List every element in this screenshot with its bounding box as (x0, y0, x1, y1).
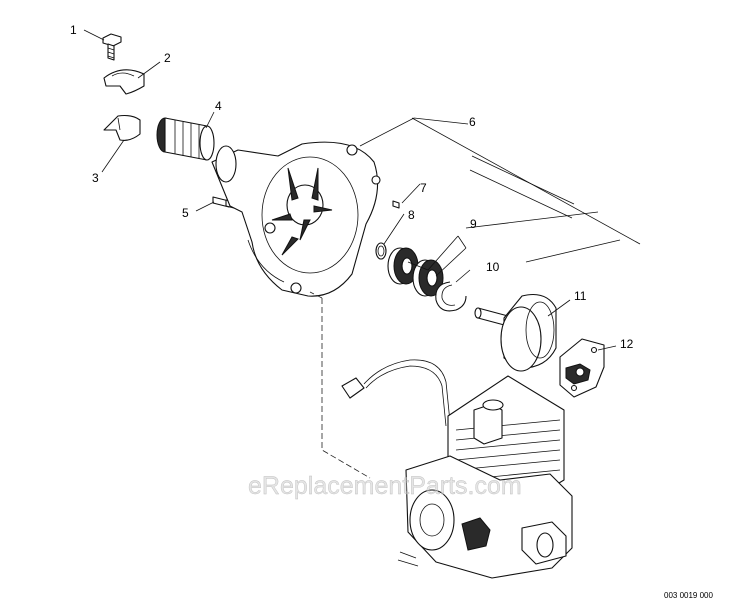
part-2-clamp[interactable] (103, 69, 145, 95)
part-10-circlip[interactable] (435, 281, 467, 312)
part-9-bearings[interactable] (387, 247, 444, 297)
callout-6: 6 (469, 115, 476, 129)
engine-assembly[interactable] (341, 359, 573, 579)
part-8-ring[interactable] (375, 242, 387, 260)
callout-2: 2 (164, 51, 171, 65)
callout-4: 4 (215, 99, 222, 113)
part-12-clutch-shoe[interactable] (559, 338, 605, 398)
callout-8: 8 (408, 208, 415, 222)
alignment-dashed-line (309, 291, 371, 479)
callout-10: 10 (486, 260, 500, 274)
part-6-fan-housing[interactable] (211, 141, 381, 297)
document-number: 003 0019 000 (664, 591, 713, 600)
part-11-clutch-drum[interactable] (474, 293, 557, 372)
callout-3: 3 (92, 171, 99, 185)
watermark: eReplacementParts.com (248, 472, 522, 500)
callout-5: 5 (182, 206, 189, 220)
part-1-screw[interactable] (102, 33, 122, 61)
leader-lines (83, 29, 641, 351)
callout-9: 9 (470, 217, 477, 231)
callout-11: 11 (574, 289, 587, 303)
callouts: 1 2 3 4 5 6 7 8 9 10 11 12 (70, 23, 634, 351)
callout-7: 7 (420, 181, 427, 195)
part-4-sleeve[interactable] (156, 117, 215, 161)
part-7-pin[interactable] (392, 200, 400, 209)
callout-12: 12 (620, 337, 634, 351)
callout-1: 1 (70, 23, 77, 37)
part-3-clamp[interactable] (103, 114, 141, 141)
